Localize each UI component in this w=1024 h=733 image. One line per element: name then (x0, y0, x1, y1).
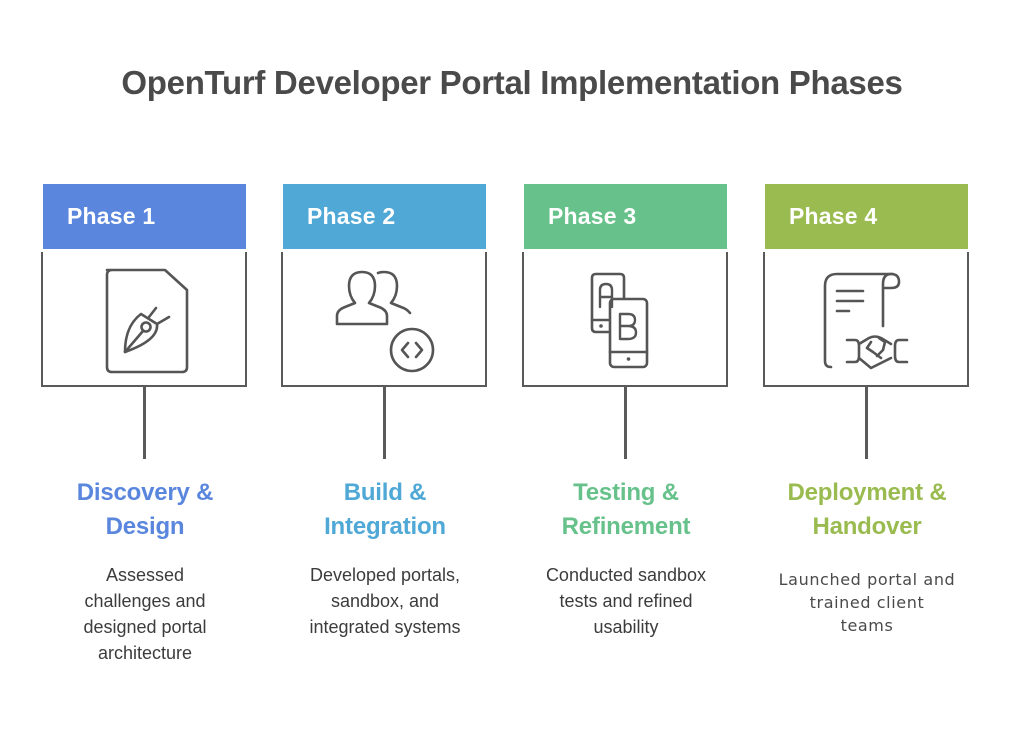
phase-description: Conducted sandbox tests and refined usab… (506, 562, 746, 640)
phase-frame (763, 252, 969, 387)
connector-line (143, 387, 146, 459)
description-line: designed portal (83, 617, 207, 637)
phase-1: Phase 1 Discovery & Design Assessed chal… (41, 184, 249, 664)
phase-frame (281, 252, 487, 387)
description-line: tests and refined (559, 591, 693, 611)
document-pen-icon (105, 268, 189, 374)
description-line: Developed portals, (309, 565, 461, 585)
description-line: sandbox, and (330, 591, 440, 611)
phase-name-line: Refinement (561, 513, 691, 540)
phase-name-line: Discovery & (76, 479, 214, 506)
description-line: architecture (97, 643, 193, 663)
phase-name-line: Testing & (573, 479, 679, 506)
phase-2: Phase 2 Build & Integration Developed po… (281, 184, 489, 664)
connector-line (865, 387, 868, 459)
phase-header: Phase 1 (43, 184, 246, 249)
ab-test-phones-icon (590, 272, 649, 369)
page-title: OpenTurf Developer Portal Implementation… (121, 64, 903, 101)
phase-name: Discovery & Design (25, 476, 265, 544)
description-line: teams (840, 616, 894, 635)
phase-name-line: Integration (324, 513, 446, 540)
phase-name-line: Design (105, 513, 185, 540)
description-line: challenges and (84, 591, 206, 611)
phase-frame (41, 252, 247, 387)
description-line: Conducted sandbox (545, 565, 707, 585)
phase-description: Assessed challenges and designed portal … (25, 562, 265, 666)
phase-name: Deployment & Handover (747, 476, 987, 544)
phase-name: Build & Integration (265, 476, 505, 544)
phase-3: Phase 3 Testing & Refinement Conducted s… (522, 184, 730, 664)
phase-header: Phase 4 (765, 184, 968, 249)
connector-line (624, 387, 627, 459)
phase-name-line: Handover (812, 513, 922, 540)
description-line: integrated systems (309, 617, 461, 637)
phase-frame (522, 252, 728, 387)
phase-description: Developed portals, sandbox, and integrat… (265, 562, 505, 640)
description-line: Launched portal and (778, 570, 956, 589)
description-line: trained client (809, 593, 925, 612)
phase-name: Testing & Refinement (506, 476, 746, 544)
phase-header: Phase 2 (283, 184, 486, 249)
contract-handshake-icon (823, 272, 909, 370)
description-line: usability (593, 617, 659, 637)
users-code-icon (335, 270, 435, 373)
description-line: Assessed (105, 565, 185, 585)
phase-name-line: Build & (343, 479, 427, 506)
phase-header: Phase 3 (524, 184, 727, 249)
phase-description: Launched portal and trained client teams (747, 568, 987, 637)
phase-4: Phase 4 Deployment & Handover Launched p… (763, 184, 971, 664)
connector-line (383, 387, 386, 459)
phase-name-line: Deployment & (787, 479, 947, 506)
